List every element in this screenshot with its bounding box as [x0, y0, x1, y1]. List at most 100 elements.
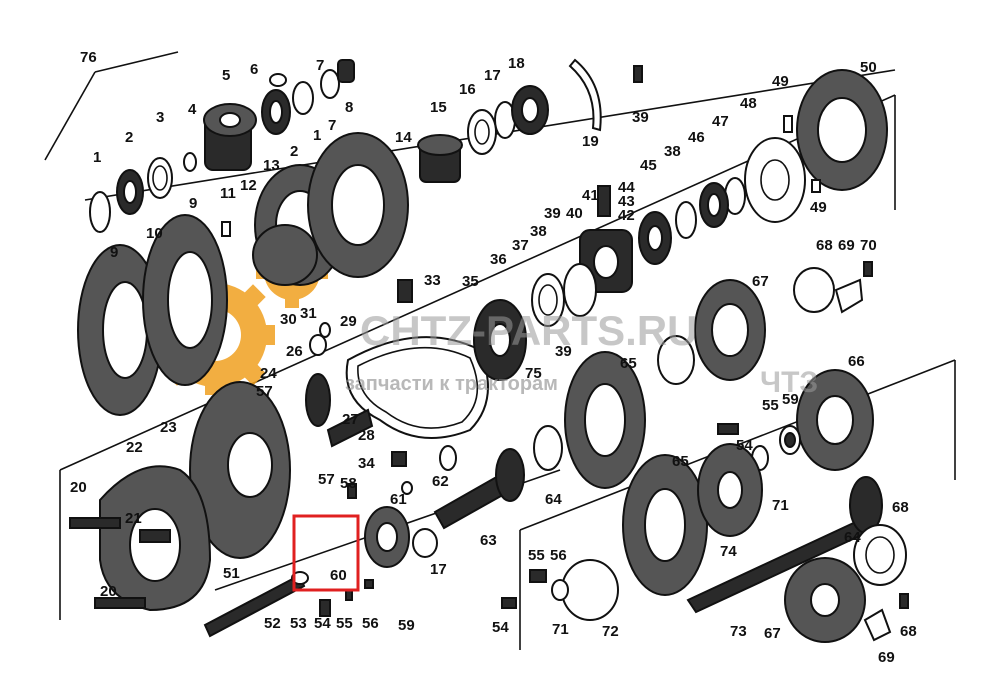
callout-label: 24 — [260, 365, 277, 382]
highlight-box — [292, 514, 360, 592]
callout-label: 41 — [582, 187, 599, 204]
callout-label: 69 — [878, 649, 895, 666]
callout-label: 42 — [618, 207, 635, 224]
callout-label: 74 — [720, 543, 737, 560]
callout-label: 39 — [632, 109, 649, 126]
callout-label: 71 — [772, 497, 789, 514]
callout-label: 69 — [838, 237, 855, 254]
callout-label: 7 — [316, 57, 324, 74]
callout-label: 44 — [618, 179, 635, 196]
central-housing — [189, 263, 597, 559]
callout-label: 40 — [566, 205, 583, 222]
callout-label: 67 — [764, 625, 781, 642]
callout-label: 49 — [772, 73, 789, 90]
callout-label: 5 — [222, 67, 230, 84]
callout-label: 60 — [330, 567, 347, 584]
callout-label: 39 — [544, 205, 561, 222]
callout-label: 38 — [530, 223, 547, 240]
callout-label: 64 — [545, 491, 562, 508]
callout-label: 22 — [126, 439, 143, 456]
callout-label: 18 — [508, 55, 525, 72]
right-middle-parts — [533, 261, 874, 489]
callout-label: 14 — [395, 129, 412, 146]
callout-label: 1 — [313, 127, 321, 144]
callout-label: 59 — [398, 617, 415, 634]
callout-label: 56 — [550, 547, 567, 564]
callout-label: 56 — [362, 615, 379, 632]
callout-label: 9 — [189, 195, 197, 212]
callout-label: 19 — [582, 133, 599, 150]
callout-label: 65 — [672, 453, 689, 470]
callout-label: 7 — [328, 117, 336, 134]
callout-label: 34 — [358, 455, 375, 472]
callout-label: 55 — [528, 547, 545, 564]
callout-label: 11 — [220, 185, 236, 202]
callout-label: 46 — [688, 129, 705, 146]
callout-label: 59 — [782, 391, 799, 408]
callout-label: 2 — [125, 129, 133, 146]
watermark-brand: ЧТЗ — [760, 366, 818, 399]
callout-label: 45 — [640, 157, 657, 174]
callout-label: 6 — [250, 61, 258, 78]
callout-label: 55 — [336, 615, 353, 632]
callout-label: 20 — [70, 479, 87, 496]
callout-label: 65 — [620, 355, 637, 372]
callout-label: 17 — [430, 561, 447, 578]
callout-label: 37 — [512, 237, 529, 254]
callout-label: 30 — [280, 311, 297, 328]
callout-label: 61 — [390, 491, 407, 508]
callout-label: 35 — [462, 273, 479, 290]
callout-label: 15 — [430, 99, 447, 116]
callout-label: 68 — [816, 237, 833, 254]
callout-label: 68 — [892, 499, 909, 516]
callout-label: 48 — [740, 95, 757, 112]
callout-labels: 76 5 6 7 8 4 3 2 1 13 2 1 7 14 15 16 17 … — [70, 49, 917, 666]
callout-label: 47 — [712, 113, 729, 130]
callout-label: 67 — [752, 273, 769, 290]
callout-label: 58 — [340, 475, 357, 492]
callout-label: 54 — [314, 615, 331, 632]
callout-label: 68 — [900, 623, 917, 640]
callout-label: 36 — [490, 251, 507, 268]
callout-label: 70 — [860, 237, 877, 254]
callout-label: 73 — [730, 623, 747, 640]
lower-middle-shafts — [347, 445, 525, 568]
callout-label: 66 — [848, 353, 865, 370]
callout-label: 26 — [286, 343, 303, 360]
callout-label: 20 — [100, 583, 117, 600]
callout-label: 75 — [525, 365, 542, 382]
callout-label: 57 — [318, 471, 335, 488]
callout-label: 50 — [860, 59, 877, 76]
callout-label: 33 — [424, 272, 441, 289]
callout-label: 64 — [844, 529, 861, 546]
callout-label: 57 — [256, 383, 273, 400]
callout-label: 52 — [264, 615, 281, 632]
input-shaft-group — [89, 59, 355, 233]
callout-label: 27 — [342, 411, 359, 428]
callout-label: 29 — [340, 313, 357, 330]
callout-label: 54 — [492, 619, 509, 636]
callout-label: 43 — [618, 193, 635, 210]
callout-label: 21 — [125, 510, 142, 527]
callout-label: 16 — [459, 81, 476, 98]
callout-label: 51 — [223, 565, 240, 582]
callout-label: 2 — [290, 143, 298, 160]
callout-label: 71 — [552, 621, 569, 638]
callout-label: 63 — [480, 532, 497, 549]
callout-label: 49 — [810, 199, 827, 216]
callout-label: 38 — [664, 143, 681, 160]
callout-label: 13 — [263, 157, 280, 174]
lower-left-cover — [69, 465, 374, 638]
callout-label: 8 — [345, 99, 353, 116]
friction-discs — [77, 132, 409, 416]
callout-label: 12 — [240, 177, 257, 194]
callout-label: 31 — [300, 305, 317, 322]
callout-label: 53 — [290, 615, 307, 632]
callout-label: 4 — [188, 101, 197, 118]
callout-label: 10 — [146, 225, 163, 242]
callout-label: 17 — [484, 67, 501, 84]
callout-label: 28 — [358, 427, 375, 444]
callout-label: 23 — [160, 419, 177, 436]
